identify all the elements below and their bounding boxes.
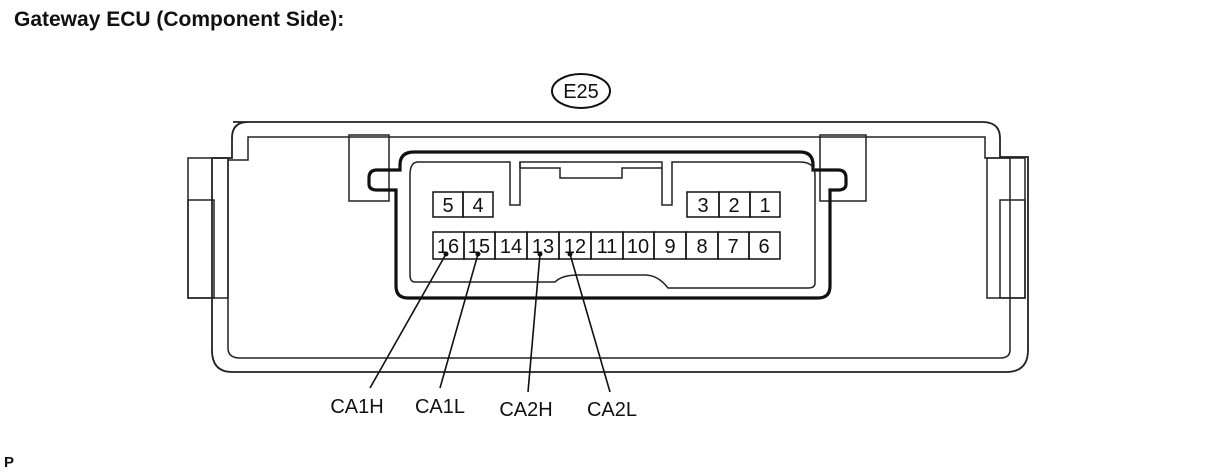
pin-number: 7 [727,236,738,258]
wire-label-ca1h: CA1H [330,396,383,418]
key-rib [519,162,662,179]
pin-number: 10 [627,236,649,258]
diagram-title: Gateway ECU (Component Side): [14,8,345,31]
connector-face [367,150,848,300]
right-shoulder [819,134,867,202]
wire-label-ca2h: CA2H [499,399,552,421]
pin-number: 4 [472,195,483,217]
pin-number: 5 [442,195,453,217]
pin-number: 8 [696,236,707,258]
wire-label-ca1l: CA1L [415,396,465,418]
left-clip-inner [187,199,215,299]
leader-line-ca2l [569,253,611,393]
pin-number: 15 [468,236,490,258]
right-clip-inner [999,199,1026,299]
pin-number: 16 [437,236,459,258]
pin-cell [748,231,781,260]
pin-number: 9 [664,236,675,258]
pin-number: 1 [759,195,770,217]
wire-label-ca2l: CA2L [587,399,637,421]
pin-number: 2 [728,195,739,217]
leader-line-ca1l [439,253,479,389]
pin-cell [462,191,494,218]
connector-code-badge [551,73,611,109]
leader-line-ca2h [527,253,541,393]
top-row-pins: 5 4 3 2 1 [432,191,781,218]
pin-number: 13 [532,236,554,258]
connector-code: E25 [563,81,599,103]
corner-mark: P [4,454,15,471]
pin-number: 12 [564,236,586,258]
bottom-row-pins: 16 15 14 13 12 11 10 9 8 7 6 [432,231,781,260]
pin-number: 14 [500,236,522,258]
left-shoulder [348,134,390,202]
pin-number: 3 [697,195,708,217]
leader-line-ca1h [369,253,447,389]
pin-number: 6 [758,236,769,258]
connector-housing-inner [227,136,1011,359]
connector-housing-outer [211,121,1029,373]
connector-cavity [409,161,816,289]
left-clip-outer [187,157,229,299]
leader-lines [369,251,611,393]
pin-number: 11 [597,236,618,258]
pin-cell [749,191,781,218]
right-clip-outer [986,157,1026,299]
